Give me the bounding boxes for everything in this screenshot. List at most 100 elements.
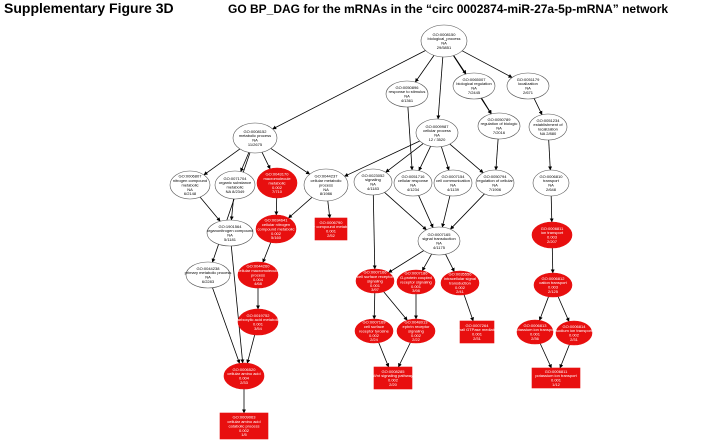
significant-node-shape	[396, 318, 436, 344]
node-shape	[420, 24, 468, 58]
significant-node-shape	[354, 318, 394, 344]
edge-n9-n18	[199, 196, 221, 222]
node-shape	[353, 168, 393, 196]
node-label-line: cellular macromolecule	[238, 268, 280, 273]
node-label-line: 4/1175	[433, 245, 446, 250]
node-label-line: 7/710	[272, 189, 283, 194]
node-shape	[185, 261, 231, 289]
edge-n1-n5	[272, 50, 426, 130]
node-label-line: metabolic	[268, 180, 285, 185]
edge-n6-n14	[418, 146, 431, 171]
node-label-line: GO:0043170	[266, 172, 290, 177]
node-label-line: NA	[525, 86, 531, 91]
node-label-line: NA	[252, 138, 258, 143]
node-shape	[532, 169, 570, 197]
node-label-line: 0.004	[239, 376, 250, 381]
node-shape	[415, 118, 459, 148]
node-label-line: 0.002	[369, 333, 380, 338]
significant-node-shape	[314, 217, 348, 241]
significant-node-shape	[555, 320, 593, 346]
node-label-line: NA	[492, 183, 498, 188]
node-shape	[417, 226, 461, 256]
node-label-line: ephrin receptor	[403, 324, 431, 329]
node-label-line: biological regulation	[456, 81, 491, 86]
node-label-line: regulation of cellular	[477, 178, 513, 183]
node-label-line: ion transport	[541, 230, 564, 235]
edge-n29-n35	[246, 334, 256, 364]
node-label-line: cellular process	[423, 128, 451, 133]
edge-n15-n21	[441, 195, 451, 228]
node-label-line: NA	[548, 183, 554, 188]
node-label-line: GO:0006813	[524, 323, 548, 328]
node-label-line: 5/160	[271, 235, 282, 240]
node-label-line: 2/22	[412, 337, 421, 342]
edge-n21-n27	[445, 254, 455, 272]
node-label-line: 2/36	[531, 336, 540, 341]
node-label-line: carboxylic acid metabolic	[236, 317, 280, 322]
node-label-line: signaling	[408, 328, 424, 333]
node-label-line: GO:0051234	[537, 118, 561, 123]
node-label-line: GO:0023052	[362, 173, 386, 178]
node-label-line: 0.001	[370, 283, 381, 288]
node-label-line: NA	[410, 183, 416, 188]
node-label-line: NA	[404, 94, 410, 99]
edge-n27-n32	[463, 294, 474, 322]
edge-n1-n2	[414, 55, 435, 83]
node-label-line: NA	[450, 183, 456, 188]
node-label-line: GO:0008152	[244, 129, 268, 134]
node-label-line: biological_process	[428, 36, 461, 41]
node-label-line: NA	[496, 126, 502, 131]
node-label-line: sulfur compound metabolism	[305, 224, 357, 229]
node-label-line: GO:0006814	[563, 324, 587, 329]
node-label-line: localization	[538, 127, 558, 132]
significant-node-shape	[440, 270, 480, 296]
significant-node-shape	[255, 214, 297, 244]
node-label-line: GO:0006811	[545, 369, 568, 374]
significant-node-shape	[531, 221, 573, 249]
edge-n10-n18	[229, 198, 234, 221]
node-label-line: 7/1906	[489, 187, 502, 192]
edge-n22-n28	[550, 247, 555, 274]
node-label-line: GO:0044237	[315, 174, 339, 179]
node-label-line: 2/207	[547, 239, 558, 244]
significant-node-shape	[237, 261, 279, 289]
node-shape	[506, 72, 550, 100]
significant-node-shape	[219, 412, 269, 440]
node-shape	[232, 122, 278, 154]
node-label-line: 29/5851	[437, 45, 452, 50]
node-label-line: signaling	[367, 278, 383, 283]
node-label-line: cell surface receptor	[357, 274, 394, 279]
edge-n18-n35	[230, 245, 245, 364]
node-label-line: 0.001	[253, 322, 264, 327]
node-label-line: 3/54	[254, 326, 263, 331]
significant-node-shape	[459, 320, 495, 344]
node-label-line: NA	[187, 187, 193, 192]
node-label-line: GO:0006811	[541, 226, 564, 231]
node-shape	[477, 112, 521, 140]
significant-node-shape	[531, 367, 581, 389]
node-label-line: catabolic process	[229, 423, 260, 428]
node-label-line: GO:0050794	[484, 174, 508, 179]
diagram-title: GO BP_DAG for the mRNAs in the “circ 000…	[228, 2, 669, 16]
node-label-line: GO:0065007	[463, 77, 487, 82]
node-label-line: macromolecule	[263, 176, 291, 181]
edge-n6-n13	[385, 143, 424, 173]
node-label-line: cellular nitrogen	[262, 222, 290, 227]
significant-node-shape	[373, 366, 413, 390]
